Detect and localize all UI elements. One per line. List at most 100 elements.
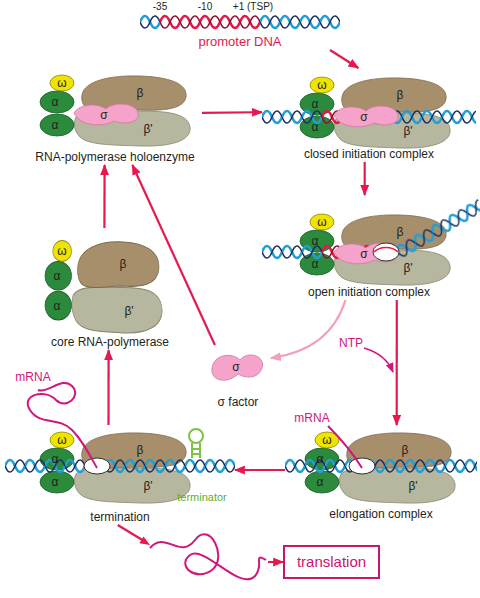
art-shape — [160, 14, 260, 30]
closed-complex-illustration — [262, 77, 476, 148]
node-label: termination — [90, 511, 149, 525]
holoenzyme-illustration — [40, 75, 190, 146]
art-shape — [285, 458, 477, 474]
part-label: α — [312, 258, 319, 270]
part-label: β' — [403, 262, 412, 274]
art-shape — [374, 248, 398, 253]
part-label: β' — [124, 305, 133, 317]
node-label: open initiation complex — [308, 286, 430, 300]
art-shape — [189, 429, 203, 458]
stage-node: open initiation complex — [262, 195, 476, 300]
node-label: translation — [297, 553, 366, 570]
part-label: ω — [322, 434, 331, 446]
stage-node: elongation complex — [285, 425, 477, 522]
sigma-node: σ factor — [205, 345, 271, 410]
part-label: α — [312, 121, 319, 133]
art-shape — [334, 106, 398, 127]
part-label: α — [52, 476, 59, 488]
part-label: α — [312, 235, 319, 247]
art-shape — [192, 449, 200, 454]
part-label: σ — [360, 111, 367, 123]
ntp-arrow — [364, 348, 393, 372]
core-enzyme-illustration — [45, 241, 162, 333]
promoter-helix — [140, 14, 340, 30]
part-label: α — [317, 453, 324, 465]
art-shape — [394, 198, 480, 260]
art-shape — [45, 241, 162, 333]
part-label: σ — [360, 248, 367, 260]
part-label: α — [317, 476, 324, 488]
node-label: closed initiation complex — [304, 148, 434, 162]
art-shape — [192, 443, 200, 458]
part-label: ω — [317, 79, 326, 91]
node-label: RNA-polymerase holoenzyme — [35, 151, 194, 165]
art-shape — [189, 429, 203, 443]
art-shape — [373, 243, 399, 261]
cycle-arrow — [202, 111, 262, 114]
cycle-arrow — [107, 350, 109, 425]
cycle-arrow — [330, 50, 358, 68]
part-label: mRNA — [294, 412, 329, 424]
cycle-arrow — [132, 165, 215, 345]
part-label: terminator — [177, 492, 227, 503]
cycle-arrow — [118, 525, 283, 562]
node-label: promoter DNA — [198, 35, 281, 50]
part-label: -10 — [198, 2, 212, 12]
node-label: elongation complex — [329, 508, 432, 522]
part-label: +1 (TSP) — [233, 2, 273, 12]
open-complex-illustration — [262, 198, 480, 285]
part-label: mRNA — [15, 371, 50, 383]
part-label: β — [402, 444, 409, 456]
art-shape — [140, 14, 160, 30]
cycle-arrow — [364, 162, 366, 195]
sigma-shape — [212, 355, 263, 380]
art-shape — [260, 14, 340, 30]
art-shape — [5, 458, 235, 474]
art-shape — [349, 458, 375, 474]
part-label: β' — [143, 123, 152, 135]
part-label: β — [120, 258, 127, 270]
art-shape — [40, 75, 190, 146]
part-label: α — [52, 453, 59, 465]
cycle-arrow — [396, 300, 398, 425]
part-label: α — [52, 96, 59, 108]
part-label: ω — [57, 245, 66, 257]
part-label: σ — [232, 361, 239, 373]
art-shape — [28, 383, 97, 468]
termination-illustration — [5, 383, 235, 503]
node-label: core RNA-polymerase — [51, 336, 169, 350]
part-label: β' — [403, 125, 412, 137]
part-label: β — [397, 226, 404, 238]
art-shape — [74, 104, 138, 125]
part-label: α — [54, 300, 61, 312]
part-label: ω — [317, 216, 326, 228]
art-shape — [334, 243, 398, 264]
part-label: σ — [100, 109, 107, 121]
cycle-arrow — [271, 300, 346, 358]
art-shape — [140, 14, 160, 30]
art-shape — [300, 214, 450, 285]
cycle-arrow — [235, 469, 285, 471]
art-shape — [5, 458, 235, 474]
node-label: σ factor — [218, 396, 259, 410]
part-label: β — [137, 444, 144, 456]
stage-node: RNA-polymerase holoenzyme — [28, 70, 202, 165]
part-label: β — [397, 89, 404, 101]
part-label: NTP — [339, 337, 363, 349]
released-mrna — [150, 534, 266, 579]
part-label: α — [312, 98, 319, 110]
art-shape — [260, 14, 340, 30]
art-shape — [394, 198, 480, 260]
stage-node: termination — [5, 425, 235, 525]
part-label: β' — [408, 480, 417, 492]
part-label: ω — [57, 77, 66, 89]
part-label: ω — [57, 434, 66, 446]
arrow-head — [139, 537, 150, 546]
art-shape — [285, 458, 477, 474]
art-shape — [160, 14, 260, 30]
part-label: α — [52, 119, 59, 131]
cycle-arrow — [103, 165, 105, 228]
elongation-illustration — [285, 426, 477, 503]
part-label: β' — [143, 480, 152, 492]
